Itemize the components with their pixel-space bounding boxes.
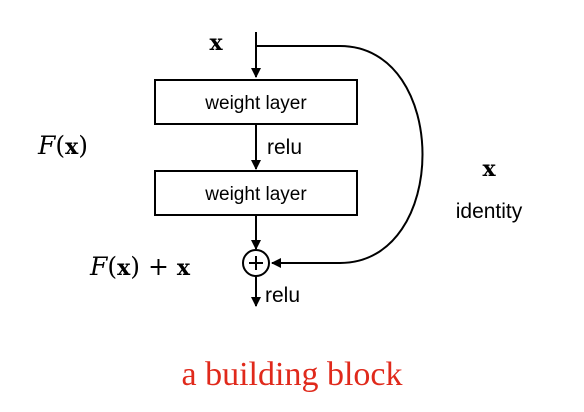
input-x-label: x (209, 30, 223, 56)
weight-layer-2-label: weight layer (204, 184, 307, 205)
identity-label: identity (456, 200, 523, 223)
fx-label: F(x) (37, 131, 88, 160)
weight-layer-1-label: weight layer (204, 93, 307, 114)
identity-shortcut-path (256, 45, 424, 268)
caption: a building block (182, 356, 403, 393)
identity-x-label: x (482, 156, 496, 182)
weight-layer-2-box (154, 170, 358, 216)
fx-plus-x-label: F(x) + x (89, 252, 191, 281)
relu-1-label: relu (267, 136, 302, 159)
relu-2-label: relu (265, 284, 300, 307)
